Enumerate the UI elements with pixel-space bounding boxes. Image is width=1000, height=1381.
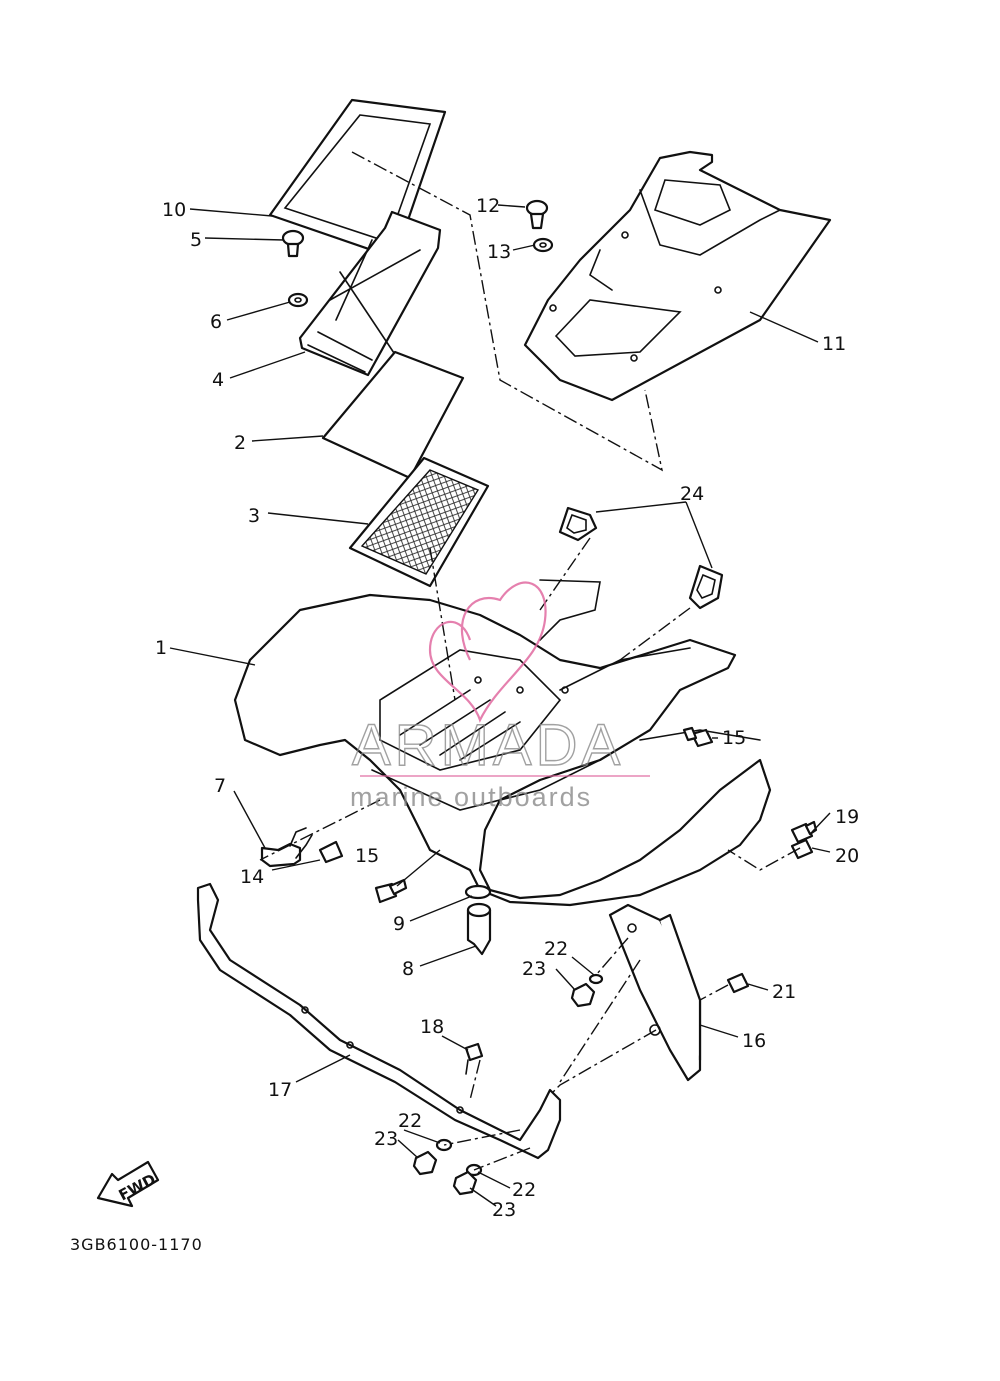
callout-6: 6 (210, 311, 222, 333)
diagram-code: 3GB6100-1170 (70, 1235, 203, 1254)
callout-22-upper: 22 (544, 938, 568, 960)
part-8-drain (466, 902, 492, 956)
callout-15-right: 15 (722, 727, 746, 749)
part-6-washer (287, 292, 309, 308)
part-9-clamp (464, 884, 492, 900)
part-13-washer (532, 237, 554, 253)
part-21-screw (726, 972, 750, 994)
part-12-screw (525, 199, 549, 230)
callout-13: 13 (487, 241, 511, 263)
part-4-cover-bracket (298, 210, 442, 377)
callout-3: 3 (248, 505, 260, 527)
callout-20: 20 (835, 845, 859, 867)
part-23-nut-a (570, 982, 596, 1008)
callout-17: 17 (268, 1079, 292, 1101)
callout-19: 19 (835, 806, 859, 828)
callout-2: 2 (234, 432, 246, 454)
callout-4: 4 (212, 369, 224, 391)
part-15-bolt-right (682, 726, 714, 748)
part-16-bracket-plate (608, 903, 702, 1082)
callout-5: 5 (190, 229, 202, 251)
part-5-screw (281, 229, 305, 258)
callout-7: 7 (214, 775, 226, 797)
callout-23-lower-right: 23 (492, 1199, 516, 1221)
callout-22-lower-right: 22 (512, 1179, 536, 1201)
callout-21: 21 (772, 981, 796, 1003)
callout-8: 8 (402, 958, 414, 980)
callout-9: 9 (393, 913, 405, 935)
callout-16: 16 (742, 1030, 766, 1052)
callouts: 10 5 6 4 2 3 1 12 13 11 24 15 7 19 20 15… (155, 195, 859, 1221)
part-17-stay-bar (196, 882, 562, 1160)
callout-23-lower-left: 23 (374, 1128, 398, 1150)
part-23-nut-b (412, 1150, 438, 1176)
part-20-screw (790, 838, 814, 860)
part-22-washer-a (588, 973, 604, 985)
callout-22-lower-left: 22 (398, 1110, 422, 1132)
part-15-bolt-left (374, 878, 408, 904)
part-2-filter-element (321, 350, 465, 480)
part-3-filter-mesh (348, 456, 490, 588)
watermark-brand: ARMADA (352, 713, 624, 778)
watermark: ARMADA marine outboards (350, 581, 650, 812)
callout-15-left: 15 (355, 845, 379, 867)
part-11-upper-cover (523, 150, 832, 402)
part-1-main-fender (233, 579, 772, 907)
callout-1: 1 (155, 637, 167, 659)
part-14-clip (318, 840, 344, 864)
callout-11: 11 (822, 333, 846, 355)
callout-14: 14 (240, 866, 264, 888)
leader-lines (169, 151, 831, 1207)
callout-24: 24 (680, 483, 704, 505)
watermark-subtitle: marine outboards (350, 782, 592, 812)
callout-10: 10 (162, 199, 186, 221)
part-19-screw (790, 820, 818, 844)
fwd-arrow-icon: FWD (96, 1160, 160, 1208)
watermark-logo-icon (428, 581, 547, 723)
part-18-bolt (464, 1042, 484, 1075)
callout-23-upper: 23 (522, 958, 546, 980)
part-24-grommets (558, 506, 724, 610)
callout-12: 12 (476, 195, 500, 217)
part-7-hose (260, 827, 313, 868)
callout-18: 18 (420, 1016, 444, 1038)
